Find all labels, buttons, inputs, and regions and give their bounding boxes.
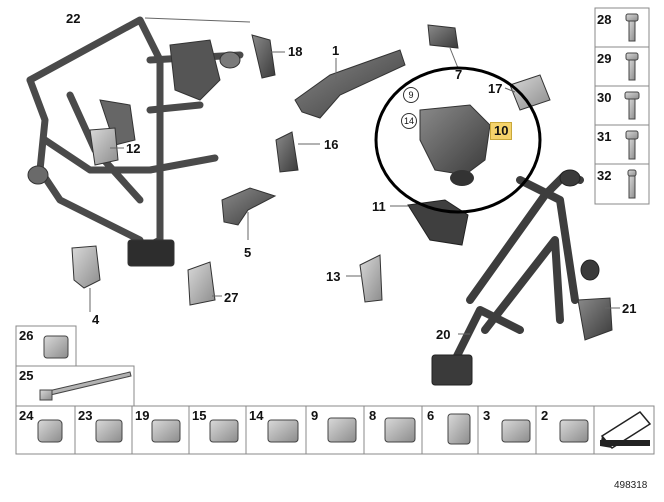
part-5-bracket (221, 187, 277, 226)
small-part-label-26: 26 (19, 328, 34, 343)
part-7-clip (427, 24, 459, 49)
bottom-part-label-15: 15 (192, 408, 207, 423)
bottom-part-label-3: 3 (483, 408, 491, 423)
bottom-row-icons (37, 413, 589, 445)
callout-16: 16 (324, 137, 339, 152)
part-13-bracket (359, 254, 383, 303)
diagram-number: 498318 (614, 480, 648, 491)
part-21-clip (577, 297, 613, 341)
bottom-part-label-8: 8 (369, 408, 377, 423)
callout-20: 20 (436, 327, 451, 342)
leader-22 (144, 17, 251, 23)
bottom-part-label-24: 24 (19, 408, 34, 423)
part-27-holder (187, 261, 216, 306)
callout-17: 17 (488, 81, 503, 96)
part-4-clip (71, 245, 101, 289)
callout-10: 10 (490, 122, 513, 140)
fastener-label-29: 29 (597, 51, 612, 66)
part-22-details (27, 39, 241, 267)
callout-11: 11 (372, 199, 386, 214)
callout-13: 13 (326, 269, 341, 284)
callout-21: 21 (622, 301, 637, 316)
circled-ref-9: 9 (403, 87, 419, 103)
part-20-frame (446, 171, 584, 374)
left-parts-grid (15, 325, 135, 407)
fastener-label-32: 32 (597, 168, 612, 183)
bottom-part-label-23: 23 (78, 408, 93, 423)
left-parts-icons (39, 335, 132, 401)
orientation-arrow-icon (600, 411, 652, 449)
bottom-part-label-9: 9 (311, 408, 319, 423)
circled-ref-14: 14 (401, 113, 417, 129)
fastener-column-grid (594, 7, 650, 205)
callout-27: 27 (224, 290, 239, 305)
part-10-bracket (419, 104, 491, 186)
fastener-label-30: 30 (597, 90, 612, 105)
callout-18: 18 (288, 44, 303, 59)
part-18-clip (251, 34, 276, 79)
fastener-label-28: 28 (597, 12, 612, 27)
fastener-icons (624, 13, 640, 199)
part-17-bracket (509, 74, 551, 111)
part-16-bracket (275, 131, 299, 173)
part-11-bracket (407, 199, 469, 246)
part-12-bracket (89, 127, 119, 166)
callout-5: 5 (244, 245, 252, 260)
part-1-bracket (294, 49, 406, 119)
callout-4: 4 (92, 312, 100, 327)
bottom-row-grid (15, 405, 655, 455)
small-part-label-25: 25 (19, 368, 34, 383)
fastener-label-31: 31 (597, 129, 612, 144)
bottom-part-label-19: 19 (135, 408, 150, 423)
leader-7 (449, 47, 459, 69)
callout-1: 1 (332, 43, 340, 58)
highlight-ellipse (374, 66, 542, 214)
bottom-part-label-2: 2 (541, 408, 549, 423)
callout-7: 7 (455, 67, 463, 82)
bottom-part-label-14: 14 (249, 408, 264, 423)
part-20-details (431, 169, 600, 386)
callout-22: 22 (66, 11, 81, 26)
leader-17 (504, 87, 516, 93)
bottom-part-label-6: 6 (427, 408, 435, 423)
callout-12: 12 (126, 141, 141, 156)
